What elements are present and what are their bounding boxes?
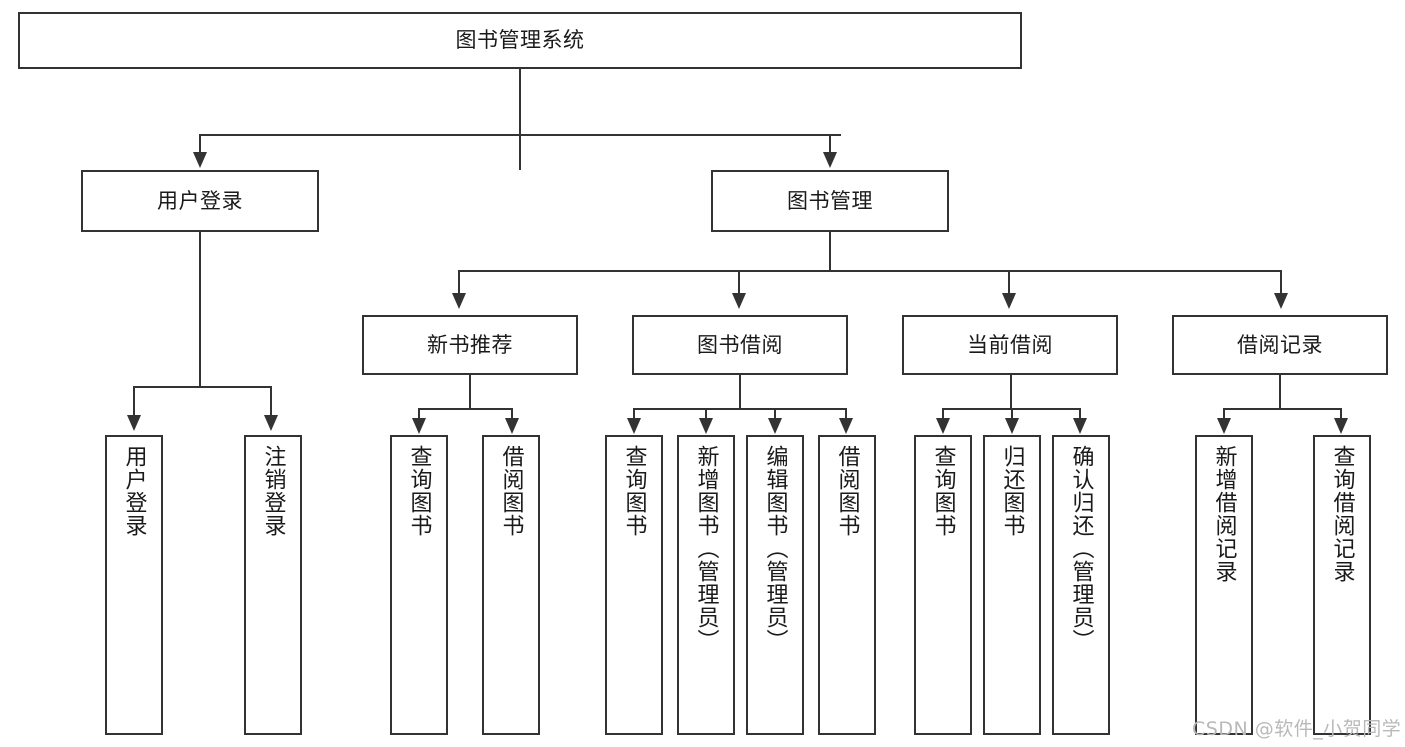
arrow-to-leaf-add-borrow-record (1217, 418, 1231, 434)
node-leaf-confirm-return-admin-label: 确认归还（管理员） (1068, 445, 1094, 652)
csdn-watermark: CSDN @软件_小贺同学 (1192, 718, 1402, 740)
node-leaf-add-book-admin[interactable]: 新增图书（管理员） (677, 435, 735, 735)
connector-user-login-bus (133, 386, 271, 388)
connector-bm-drop-4 (1280, 270, 1282, 295)
connector-br-stem (1279, 375, 1281, 408)
arrow-to-leaf-query-borrow-record (1334, 418, 1348, 434)
arrow-to-leaf-return-book (1005, 418, 1019, 434)
node-leaf-user-logout[interactable]: 注销登录 (244, 435, 302, 735)
connector-bm-drop-3 (1008, 270, 1010, 295)
arrow-to-book-borrow (732, 293, 746, 309)
node-current-borrow[interactable]: 当前借阅 (902, 315, 1118, 375)
connector-user-login-drop-left (133, 386, 135, 417)
node-leaf-borrow-book-label: 借阅图书 (834, 445, 860, 537)
arrow-to-leaf-query-book-borrow (627, 418, 641, 434)
node-current-borrow-label: 当前借阅 (967, 332, 1053, 357)
node-new-book-recommend[interactable]: 新书推荐 (362, 315, 578, 375)
connector-bb-drop-3 (774, 408, 776, 420)
node-leaf-user-login[interactable]: 用户登录 (105, 435, 163, 735)
arrow-to-leaf-confirm-return-admin (1073, 418, 1087, 434)
arrow-to-leaf-query-book-rec (412, 418, 426, 434)
node-new-book-recommend-label: 新书推荐 (427, 332, 513, 357)
node-leaf-query-book-borrow-label: 查询图书 (621, 445, 647, 537)
node-leaf-borrow-book-rec-label: 借阅图书 (498, 445, 524, 537)
connector-nbr-drop-1 (418, 408, 420, 420)
connector-bm-drop-1 (458, 270, 460, 295)
connector-bb-drop-1 (633, 408, 635, 420)
node-leaf-query-book-rec[interactable]: 查询图书 (390, 435, 448, 735)
node-leaf-borrow-book[interactable]: 借阅图书 (818, 435, 876, 735)
connector-cb-drop-3 (1079, 408, 1081, 420)
node-book-borrow-label: 图书借阅 (697, 332, 783, 357)
connector-br-bus (1223, 408, 1342, 410)
node-leaf-query-book-borrow[interactable]: 查询图书 (605, 435, 663, 735)
node-leaf-query-book-rec-label: 查询图书 (406, 445, 432, 537)
connector-nbr-bus (418, 408, 513, 410)
node-book-management[interactable]: 图书管理 (711, 170, 949, 232)
connector-user-login-drop-right (270, 386, 272, 417)
arrow-to-leaf-borrow-book-rec (505, 418, 519, 434)
node-leaf-return-book-label: 归还图书 (999, 445, 1025, 537)
node-user-login-label: 用户登录 (157, 188, 243, 213)
node-leaf-borrow-book-rec[interactable]: 借阅图书 (482, 435, 540, 735)
node-borrow-record[interactable]: 借阅记录 (1172, 315, 1388, 375)
node-leaf-edit-book-admin[interactable]: 编辑图书（管理员） (746, 435, 804, 735)
arrow-to-leaf-user-login (127, 415, 141, 431)
arrow-to-leaf-user-logout (264, 415, 278, 431)
connector-cb-drop-1 (942, 408, 944, 420)
node-user-login[interactable]: 用户登录 (81, 170, 319, 232)
arrow-to-leaf-add-book-admin (699, 418, 713, 434)
connector-bb-bus (633, 408, 847, 410)
arrow-to-leaf-edit-book-admin (768, 418, 782, 434)
connector-book-management-stem (829, 232, 831, 270)
node-root[interactable]: 图书管理系统 (18, 12, 1022, 69)
node-leaf-user-logout-label: 注销登录 (260, 445, 286, 537)
node-leaf-edit-book-admin-label: 编辑图书（管理员） (762, 445, 788, 652)
connector-nbr-drop-2 (511, 408, 513, 420)
node-leaf-user-login-label: 用户登录 (121, 445, 147, 537)
node-borrow-record-label: 借阅记录 (1237, 332, 1323, 357)
connector-root-bus (199, 134, 841, 136)
connector-root-drop-right (829, 134, 831, 154)
node-leaf-query-book-current-label: 查询图书 (930, 445, 956, 537)
node-leaf-add-book-admin-label: 新增图书（管理员） (693, 445, 719, 652)
connector-cb-stem (1010, 375, 1012, 408)
connector-root-drop-left (199, 134, 201, 154)
connector-bm-drop-2 (738, 270, 740, 295)
node-leaf-return-book[interactable]: 归还图书 (983, 435, 1041, 735)
arrow-to-new-book-recommend (452, 293, 466, 309)
arrow-to-user-login (193, 152, 207, 168)
node-leaf-query-book-current[interactable]: 查询图书 (914, 435, 972, 735)
connector-book-management-bus (458, 270, 1282, 272)
arrow-to-leaf-borrow-book (839, 418, 853, 434)
connector-bb-drop-4 (845, 408, 847, 420)
node-leaf-query-borrow-record-label: 查询借阅记录 (1329, 445, 1355, 583)
node-leaf-query-borrow-record[interactable]: 查询借阅记录 (1313, 435, 1371, 735)
node-leaf-confirm-return-admin[interactable]: 确认归还（管理员） (1052, 435, 1110, 735)
connector-nbr-stem (469, 375, 471, 408)
node-leaf-add-borrow-record-label: 新增借阅记录 (1211, 445, 1237, 583)
connector-bb-drop-2 (705, 408, 707, 420)
connector-br-drop-2 (1340, 408, 1342, 420)
connector-user-login-stem (199, 232, 201, 386)
arrow-to-borrow-record (1274, 293, 1288, 309)
node-book-management-label: 图书管理 (787, 188, 873, 213)
node-root-label: 图书管理系统 (455, 28, 585, 53)
node-book-borrow[interactable]: 图书借阅 (632, 315, 848, 375)
arrow-to-book-management (823, 152, 837, 168)
connector-root-stem (519, 69, 521, 170)
node-leaf-add-borrow-record[interactable]: 新增借阅记录 (1195, 435, 1253, 735)
connector-cb-drop-2 (1011, 408, 1013, 420)
connector-bb-stem (739, 375, 741, 408)
connector-br-drop-1 (1223, 408, 1225, 420)
arrow-to-leaf-query-book-current (936, 418, 950, 434)
arrow-to-current-borrow (1002, 293, 1016, 309)
